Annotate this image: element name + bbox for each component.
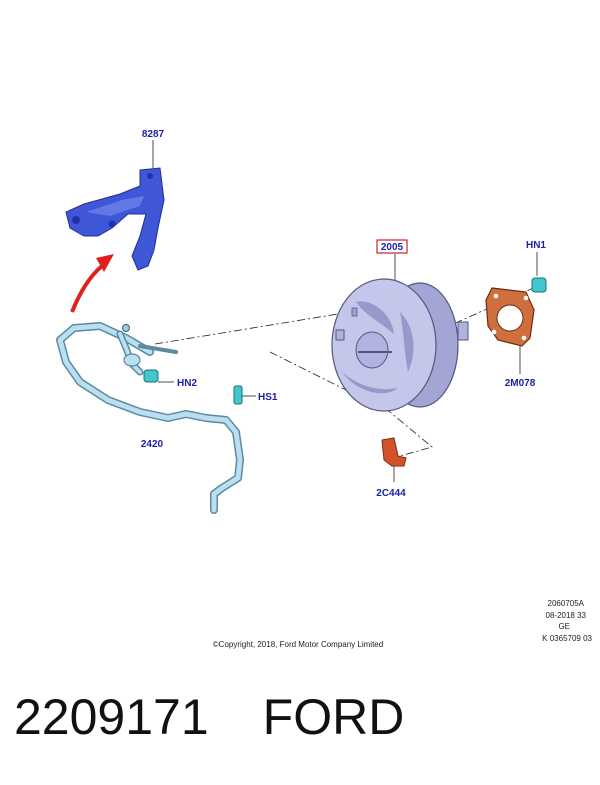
copyright-text: ©Copyright, 2018, Ford Motor Company Lim… [213, 640, 383, 649]
label-2420: 2420 [141, 439, 164, 450]
label-2c444: 2C444 [376, 488, 406, 499]
part-number: 2209171 [14, 689, 209, 745]
ref-line-2: 08-2018 33 [546, 611, 587, 620]
label-hn1: HN1 [526, 240, 546, 251]
check-valve-2c444[interactable] [381, 437, 407, 482]
brake-booster-2005[interactable] [331, 254, 469, 412]
red-arrow [70, 254, 114, 313]
parts-diagram: 8287 2005 HN1 2M078 HN2 HS1 2420 2C444 2… [56, 129, 593, 649]
label-hn2: HN2 [177, 378, 197, 389]
label-8287: 8287 [142, 129, 165, 140]
clamp-hn2[interactable] [143, 369, 174, 383]
highlight-box-2005 [376, 239, 408, 254]
ref-line-4: K 0365709 03 [542, 634, 592, 643]
label-2m078: 2M078 [505, 378, 536, 389]
clamp-hs1[interactable] [233, 385, 256, 405]
label-hs1: HS1 [258, 392, 278, 403]
gasket-2m078[interactable] [485, 287, 535, 374]
caption: 2209171 FORD [14, 688, 404, 746]
label-2005: 2005 [381, 242, 404, 253]
nut-hn1[interactable] [531, 252, 547, 293]
ref-line-1: 2060705A [548, 599, 585, 608]
bracket-8287[interactable] [65, 140, 165, 271]
vacuum-hose-2420[interactable] [56, 322, 244, 514]
ref-line-3: GE [558, 622, 570, 631]
brand-name: FORD [262, 689, 405, 745]
